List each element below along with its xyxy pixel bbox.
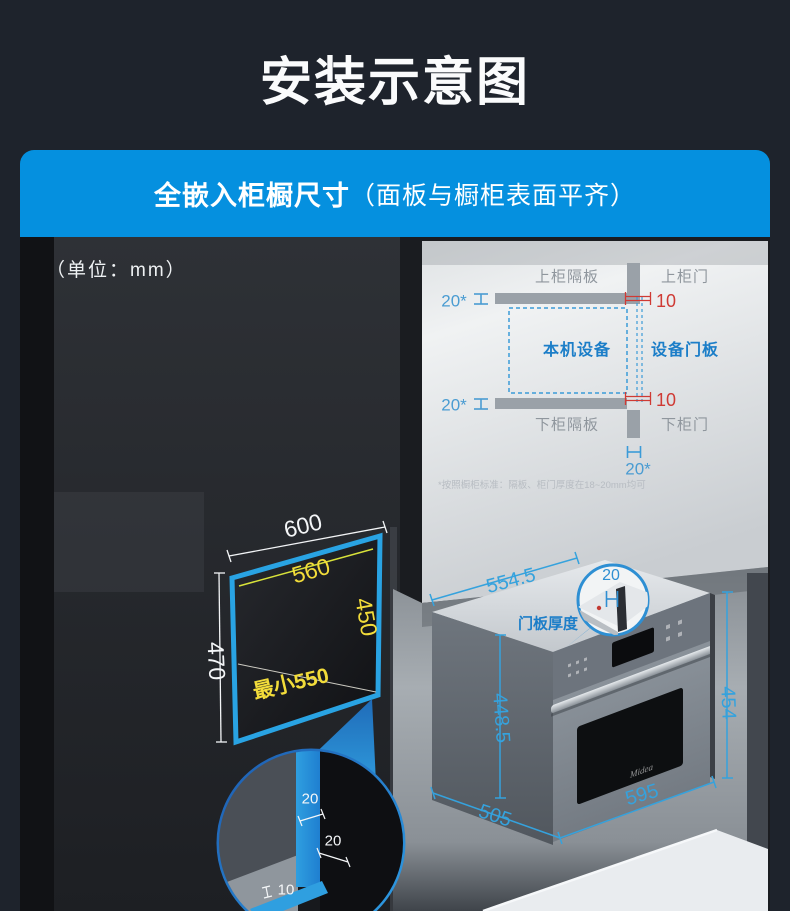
oven-display [612,627,654,668]
schematic-footnote: *按照橱柜标准：隔板、柜门厚度在18~20mm均可 [438,480,646,491]
mag-dim-line-20a [297,808,326,827]
label-lower-shelf: 下柜隔板 [534,416,600,434]
callout-red-dot [596,605,602,611]
dim-450: 450 [350,595,383,639]
mag-dim-line-20b [316,847,351,868]
oven-handle [551,646,712,713]
card-header: 全嵌入柜橱尺寸 （面板与橱柜表面平齐） [20,150,770,237]
callout-door-edge [616,586,627,632]
lower-door-bar [627,410,640,438]
section-magnifier [216,748,406,911]
unit-note: （单位：mm） [46,260,187,281]
dim-10-top: 10 [655,291,677,311]
mag-dim-ibeam-10 [261,885,273,899]
dim-line-454 [722,591,733,779]
thickness-ibeam-top [474,293,488,305]
dim-470: 470 [202,641,231,681]
dim-line-550 [237,663,377,693]
gap-10-marker-bottom [624,392,652,405]
gap-10-marker-top [624,292,652,305]
dim-line-595 [559,775,717,839]
thickness-ibeam-bottom [474,398,488,410]
dim-line-448-5 [495,634,506,799]
right-dark-panel [747,573,768,863]
label-upper-door: 上柜门 [660,268,710,286]
upper-shelf-bar [495,293,627,304]
dim-448-5: 448.5 [488,692,514,744]
dim-20-top: 20* [441,291,467,311]
dim-20-door: 20* [625,459,651,479]
wall-top-shade [422,241,768,265]
mag-floor [219,855,298,911]
label-lower-door: 下柜门 [660,416,710,434]
oven-cabinet-left [432,612,553,845]
dim-10-bottom: 10 [655,390,677,410]
bright-counter-corner [483,830,768,911]
mag-side-strip [296,751,320,887]
label-panel-thickness: 门板厚度 [517,615,579,633]
device-dashed-box [508,307,628,394]
dim-454: 454 [716,685,740,721]
section-oven: Midea [429,551,733,845]
dim-line-600 [226,520,388,563]
mag-dim-20-top: 20 [301,790,319,808]
label-device: 本机设备 [542,342,612,359]
counter-edge-highlight [482,828,718,911]
label-door-panel: 设备门板 [650,342,720,359]
page-title: 安装示意图 [259,54,530,112]
label-upper-shelf: 上柜隔板 [534,268,600,286]
oven-right-edge [710,593,715,779]
oven-door-window [577,688,683,805]
opening-cutout [229,532,383,746]
dim-line-554-5 [429,551,580,607]
mag-dim-10: 10 [277,881,295,899]
callout-content [578,582,648,635]
callout-h-marker [605,591,619,607]
dim-20-bottom: 20* [441,395,467,415]
cabinet-shelf-band [54,492,204,592]
mag-dim-20-side: 20 [324,832,342,850]
dim-panel-20: 20 [602,567,620,584]
door-panel-dashed-lines [636,297,643,405]
dim-line-560 [238,548,374,587]
door-20-h-marker [626,446,642,458]
lower-shelf-bar [495,398,627,409]
oven-touch-icons [568,619,682,678]
embed-dimensions-card: 全嵌入柜橱尺寸 （面板与橱柜表面平齐） [20,150,770,911]
section-schematic [474,263,652,458]
callout-front-face [578,609,618,635]
installation-photo: Midea [20,237,770,911]
dim-line-470 [214,572,227,743]
mag-bottom-strip [250,881,328,911]
left-cabinet-edge [20,237,54,911]
photo-artwork: Midea [20,237,770,911]
light-wall-panel [422,241,768,603]
upper-door-bar [627,263,640,304]
card-header-note: （面板与橱柜表面平齐） [349,181,636,210]
oven-front-face: Midea [551,592,712,842]
oven-handle-shadow [551,653,712,717]
card-header-title: 全嵌入柜橱尺寸 [153,181,350,211]
